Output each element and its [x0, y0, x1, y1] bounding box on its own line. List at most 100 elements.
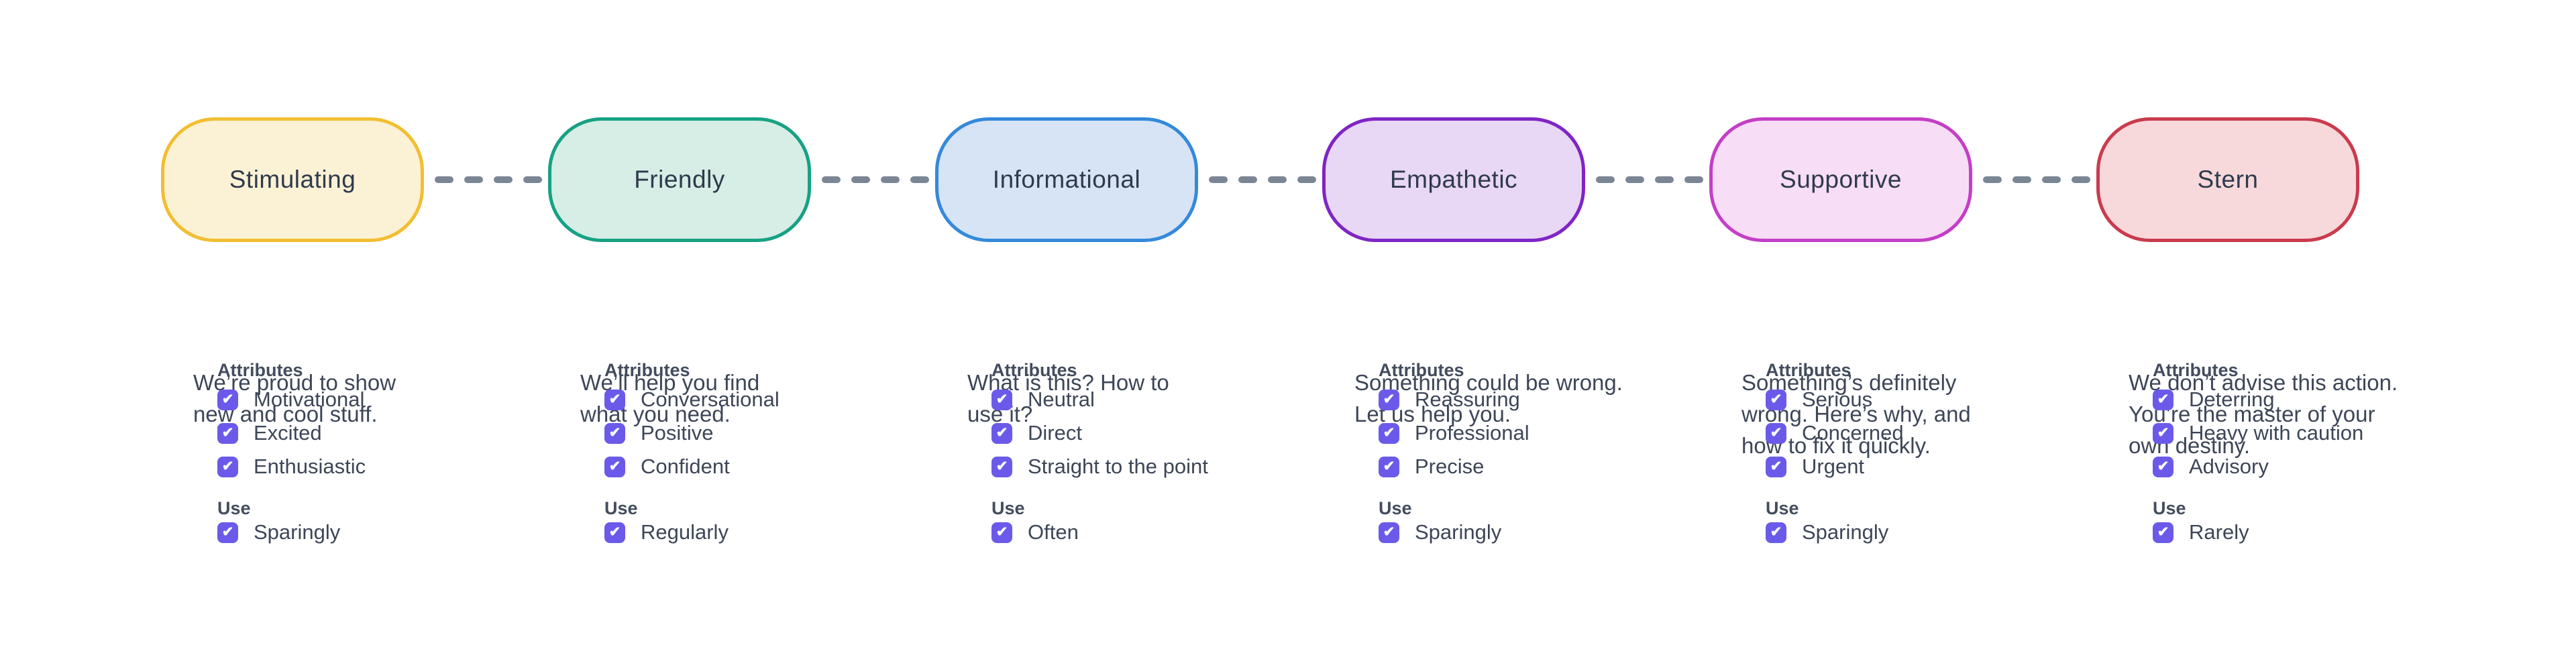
checkbox-checked[interactable]: ✔ [1379, 522, 1399, 543]
checkbox-checked[interactable]: ✔ [1379, 422, 1399, 444]
connector-dash [494, 176, 513, 183]
connector-dash [1983, 176, 2002, 183]
connector-dash [1684, 176, 1703, 183]
checkbox-checked[interactable]: ✔ [604, 522, 625, 543]
checkmark-icon: ✔ [608, 391, 621, 407]
connector-dash [1268, 176, 1287, 183]
attribute-row: ✔ Precise [1379, 455, 1484, 478]
tone-column-supportive: Supportive Something’s definitely wrong.… [1709, 117, 2096, 587]
attribute-label: Neutral [1028, 388, 1095, 411]
tone-pill-label: Informational [992, 166, 1141, 193]
tone-column-empathetic: Empathetic Something could be wrong. Let… [1322, 117, 1709, 587]
attribute-label: Confident [641, 455, 730, 478]
use-row: ✔ Regularly [604, 520, 729, 544]
checkbox-checked[interactable]: ✔ [604, 389, 625, 410]
connector-dash [881, 176, 900, 183]
tone-column-stern: Stern We don’t advise this action. You’r… [2096, 117, 2483, 587]
attribute-label: Direct [1028, 421, 1082, 445]
attributes-title: Attributes [604, 360, 690, 380]
attributes-title: Attributes [1766, 360, 1851, 380]
checkbox-checked[interactable]: ✔ [991, 422, 1012, 444]
attribute-label: Urgent [1802, 455, 1865, 478]
use-row: ✔ Sparingly [1379, 520, 1501, 544]
tone-pill: Informational [935, 117, 1198, 242]
tone-description: Something could be wrong. Let us help yo… [1354, 370, 1623, 426]
checkbox-checked[interactable]: ✔ [604, 456, 625, 477]
attribute-label: Excited [254, 421, 322, 445]
connector-dash [1238, 176, 1257, 183]
checkmark-icon: ✔ [1770, 424, 1782, 440]
use-row: ✔ Sparingly [217, 520, 340, 544]
attribute-label: Motivational [254, 388, 365, 411]
connector-dash [2072, 176, 2090, 183]
use-label: Often [1028, 520, 1079, 544]
checkbox-checked[interactable]: ✔ [991, 389, 1012, 410]
checkbox-checked[interactable]: ✔ [991, 456, 1012, 477]
use-title: Use [217, 498, 251, 518]
tone-description: Something’s definitely wrong. Here’s why… [1741, 370, 1971, 458]
checkbox-checked[interactable]: ✔ [2153, 389, 2174, 410]
attribute-row: ✔ Concerned [1766, 421, 1904, 445]
use-title: Use [2153, 498, 2186, 518]
checkbox-checked[interactable]: ✔ [2153, 522, 2174, 543]
attribute-label: Reassuring [1415, 388, 1520, 411]
checkbox-checked[interactable]: ✔ [1766, 422, 1786, 444]
attributes-title: Attributes [1379, 360, 1464, 380]
attribute-row: ✔ Enthusiastic [217, 455, 366, 478]
attribute-row: ✔ Straight to the point [991, 455, 1208, 478]
tone-column-friendly: Friendly We’ll help you find what you ne… [548, 117, 935, 587]
connector-dash [822, 176, 841, 183]
checkmark-icon: ✔ [2157, 391, 2169, 407]
checkbox-checked[interactable]: ✔ [2153, 422, 2174, 444]
connector-dash [2042, 176, 2061, 183]
tone-pill: Supportive [1709, 117, 1972, 242]
checkbox-checked[interactable]: ✔ [1766, 456, 1786, 477]
connector-dash [435, 176, 453, 183]
attribute-label: Serious [1802, 388, 1873, 411]
attributes-title: Attributes [2153, 360, 2239, 380]
checkbox-checked[interactable]: ✔ [217, 389, 238, 410]
checkmark-icon: ✔ [221, 424, 234, 440]
checkbox-checked[interactable]: ✔ [217, 522, 238, 543]
attribute-row: ✔ Professional [1379, 421, 1529, 445]
attribute-label: Deterring [2189, 388, 2275, 411]
checkmark-icon: ✔ [608, 424, 621, 440]
use-label: Sparingly [1802, 520, 1889, 544]
checkbox-checked[interactable]: ✔ [217, 422, 238, 444]
tone-pill-label: Stern [2197, 166, 2259, 193]
attribute-label: Precise [1415, 455, 1485, 478]
checkmark-icon: ✔ [608, 524, 621, 540]
checkbox-checked[interactable]: ✔ [1766, 389, 1786, 410]
tone-description: We’re proud to show new and cool stuff. [193, 370, 396, 426]
attribute-row: ✔ Urgent [1766, 455, 1864, 478]
checkbox-checked[interactable]: ✔ [217, 456, 238, 477]
checkmark-icon: ✔ [2157, 458, 2169, 474]
attribute-label: Straight to the point [1028, 455, 1208, 478]
connector-dash [851, 176, 870, 183]
checkbox-checked[interactable]: ✔ [604, 422, 625, 444]
use-row: ✔ Often [991, 520, 1079, 544]
attribute-row: ✔ Conversational [604, 388, 780, 411]
checkbox-checked[interactable]: ✔ [1379, 389, 1399, 410]
attribute-label: Concerned [1802, 421, 1904, 445]
checkbox-checked[interactable]: ✔ [991, 522, 1012, 543]
connector-dash [1596, 176, 1615, 183]
attribute-row: ✔ Deterring [2153, 388, 2275, 411]
checkbox-checked[interactable]: ✔ [2153, 456, 2174, 477]
attribute-row: ✔ Reassuring [1379, 388, 1520, 411]
checkbox-checked[interactable]: ✔ [1379, 456, 1399, 477]
checkmark-icon: ✔ [1383, 458, 1395, 474]
connector-dash [523, 176, 542, 183]
use-title: Use [991, 498, 1025, 518]
connector-dash [1297, 176, 1316, 183]
tone-column-informational: Informational What is this? How to use i… [935, 117, 1322, 587]
use-row: ✔ Rarely [2153, 520, 2249, 544]
connector-dashed-line [1983, 176, 2090, 183]
tone-pill-label: Supportive [1780, 166, 1902, 193]
checkbox-checked[interactable]: ✔ [1766, 522, 1786, 543]
use-label: Rarely [2189, 520, 2249, 544]
attribute-row: ✔ Positive [604, 421, 714, 445]
checkmark-icon: ✔ [996, 524, 1008, 540]
attributes-title: Attributes [217, 360, 303, 380]
